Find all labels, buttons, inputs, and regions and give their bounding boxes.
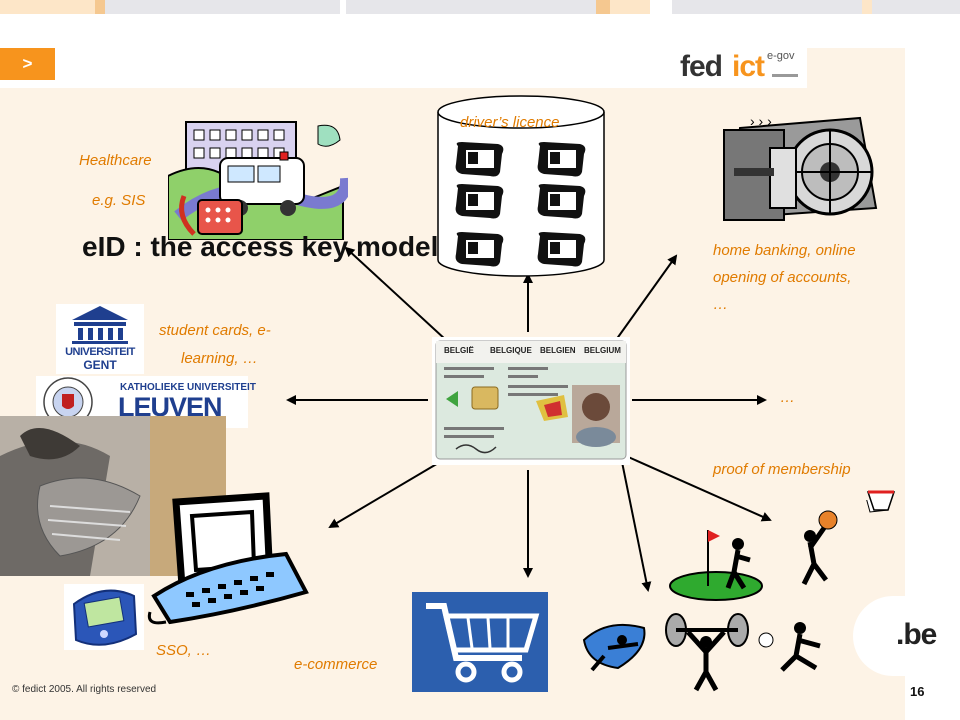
weightlifter-figure-icon [665,613,749,692]
label-healthcare-example: e.g. SIS [92,192,146,209]
arrow-banking [615,254,678,341]
arrow-sports [621,461,652,592]
label-other-uses: … [780,389,795,406]
fedict-logo: fed ict e-gov [672,50,802,84]
label-sso: SSO, … [156,642,212,659]
copyright-notice: © fedict 2005. All rights reserved [12,684,157,695]
drivers-licence-database [437,95,605,277]
nav-next-button[interactable]: > [0,48,55,80]
label-drivers-licence: driver’s licence [460,114,560,131]
arrow-healthcare [344,246,447,341]
be-logo-text: .be [896,618,937,651]
card-country-be-fr: BELGIQUE [490,346,532,355]
arrow-sso [328,461,441,529]
ugent-line1: UNIVERSITEIT [65,346,135,358]
computer-clipart [147,492,309,625]
label-banking-line1: home banking, online [713,242,856,259]
basketball-hoop-icon [866,490,896,511]
ugent-logo: UNIVERSITEIT GENT [56,304,144,374]
slide-title: eID : the access key model [82,231,439,262]
licence-card-icons [455,142,586,267]
ugent-building-icon [72,306,128,344]
label-healthcare: Healthcare [79,152,152,169]
leuven-line1: KATHOLIEKE UNIVERSITEIT [120,382,256,393]
eid-card: BELGIË BELGIQUE BELGIEN BELGIUM [432,337,630,465]
top-decorative-band [0,0,960,14]
label-student-line2: learning, … [181,350,258,367]
label-student-line1: student cards, e- [159,322,271,339]
logo-underline [772,74,798,77]
card-country-be-nl: BELGIË [444,346,474,355]
soccer-figure-icon [758,622,821,672]
be-badge [853,596,960,676]
golf-figure-icon [669,530,763,601]
ugent-line2: GENT [83,358,117,372]
card-country-be-de: BELGIEN [540,346,576,355]
label-ecommerce: e-commerce [294,656,378,673]
sports-clipart-group [582,500,891,692]
shopping-cart-icon [412,592,548,692]
pda-device-icon [64,584,144,650]
eid-card-graphic [432,337,630,465]
bank-vault-clipart: › › › [723,113,878,221]
page-number: 16 [910,684,925,699]
label-membership: proof of membership [713,461,851,478]
keyboard-photo [0,416,226,576]
logo-ict: ict [732,50,765,83]
header-strip [0,48,807,88]
svg-text:› › ›: › › › [750,113,772,129]
arrow-membership [625,455,772,522]
card-country-be-en: BELGIUM [584,346,621,355]
logo-fed: fed [680,50,723,83]
swimmer-figure-icon [582,623,646,672]
healthcare-clipart [168,121,348,240]
logo-egov: e-gov [767,50,795,62]
label-banking-line3: … [713,296,728,313]
kuleuven-seal-icon [43,377,93,427]
label-banking-line2: opening of accounts, [713,269,852,286]
